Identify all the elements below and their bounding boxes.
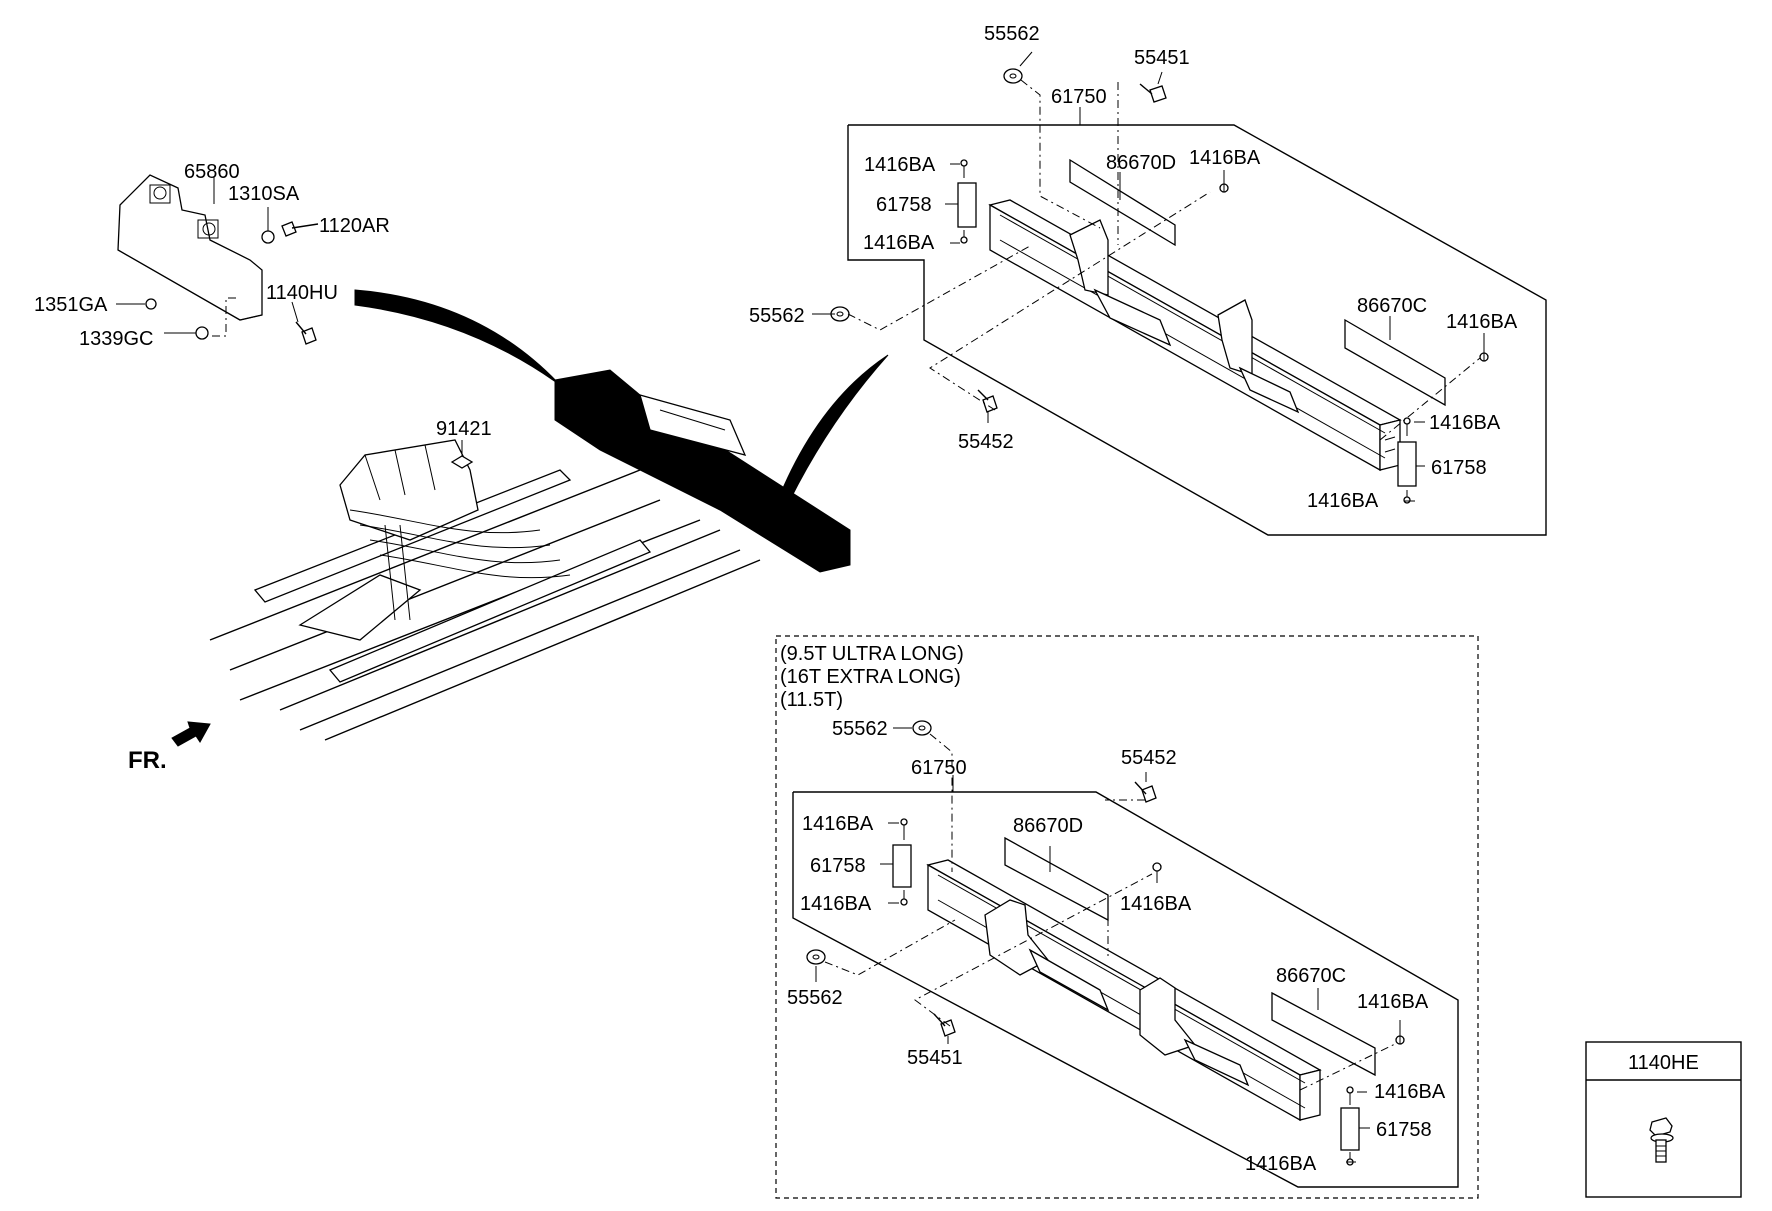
part-label: 61758 <box>1376 1119 1432 1141</box>
part-label: 61750 <box>1051 86 1107 108</box>
rubber-block-61758 <box>957 182 977 228</box>
washer-nut-icon <box>195 326 209 340</box>
part-label: 1416BA <box>1307 490 1379 512</box>
part-label: 61758 <box>876 194 932 216</box>
part-label: 55452 <box>1121 747 1177 769</box>
part-label: 1416BA <box>802 813 874 835</box>
lower-assembly-outline <box>792 791 1459 1188</box>
variant-note: (11.5T) <box>780 689 843 711</box>
spare-tire-carrier <box>339 439 479 541</box>
flange-bolt-icon <box>295 321 317 345</box>
part-label: 1351GA <box>34 294 108 316</box>
part-label: 1339GC <box>79 328 154 350</box>
part-label: 1416BA <box>1429 412 1501 434</box>
part-label: 55562 <box>749 305 805 327</box>
part-label: 55452 <box>958 431 1014 453</box>
part-label: 55562 <box>787 987 843 1009</box>
rear-crossmember-beam <box>988 158 1402 472</box>
part-label: 1416BA <box>1374 1081 1446 1103</box>
part-label: 55451 <box>907 1047 963 1069</box>
washer-nut-icon <box>806 720 932 965</box>
upper-right-assembly <box>812 51 1547 536</box>
part-label: 86670C <box>1276 965 1346 987</box>
part-label: 91421 <box>436 418 492 440</box>
flange-bolt-icon <box>1649 1117 1674 1163</box>
flange-bolt-icon <box>977 83 1167 413</box>
reflector-panel-86670d <box>1069 158 1176 247</box>
part-label: 1416BA <box>800 893 872 915</box>
part-label: 55562 <box>832 718 888 740</box>
variant-note: (16T EXTRA LONG) <box>780 666 961 688</box>
part-label: 1416BA <box>864 154 936 176</box>
reflector-panel-86670c <box>1344 318 1446 407</box>
screw-1416ba-icon <box>960 159 1489 504</box>
part-label: 1120AR <box>319 215 390 237</box>
callout-wedge <box>354 289 561 386</box>
part-label: 55451 <box>1134 47 1190 69</box>
part-label: 61758 <box>810 855 866 877</box>
upper-left-bracket-group <box>116 174 319 345</box>
part-label: 86670D <box>1013 815 1083 837</box>
part-label: 61758 <box>1431 457 1487 479</box>
rubber-block-61758 <box>1397 441 1417 487</box>
upper-assembly-outline <box>847 124 1547 536</box>
front-direction-label: FR. <box>128 747 167 774</box>
lower-variant-assembly <box>792 720 1459 1188</box>
part-label: 1416BA <box>1357 991 1429 1013</box>
part-label: 65860 <box>184 161 240 183</box>
upper-right-labels: 55562 55451 61750 1416BA 86670D 1416BA 6… <box>749 23 1518 512</box>
callout-wedge <box>779 354 889 501</box>
part-label: 55562 <box>984 23 1040 45</box>
variant-note: (9.5T ULTRA LONG) <box>780 643 964 665</box>
part-label: 61750 <box>911 757 967 779</box>
flange-bolt-icon <box>933 781 1157 1037</box>
chassis-frame <box>209 289 889 741</box>
label-tag-91421 <box>450 455 474 469</box>
legend-header: 1140HE <box>1628 1052 1699 1074</box>
part-label: 1416BA <box>863 232 935 254</box>
washer-nut-icon <box>830 68 1023 322</box>
part-label: 1310SA <box>228 183 300 205</box>
legend-box: 1140HE <box>1585 1041 1742 1198</box>
lower-variant-labels: 55562 61750 55452 1416BA 86670D 61758 14… <box>787 718 1446 1175</box>
highlighted-rear-crossmember <box>554 369 851 573</box>
front-direction-arrow-icon <box>171 721 211 747</box>
upper-left-labels: 65860 1310SA 1120AR 1351GA 1140HU 1339GC <box>34 161 390 350</box>
rubber-block-61758 <box>892 844 912 888</box>
reflector-panel-86670c <box>1271 991 1376 1077</box>
part-label: 1416BA <box>1189 147 1261 169</box>
part-label: 1140HU <box>266 282 338 304</box>
washer-nut-icon <box>145 298 157 310</box>
part-label: 1416BA <box>1120 893 1192 915</box>
part-label: 1416BA <box>1446 311 1518 333</box>
variant-dashed-frame <box>775 635 1479 1199</box>
part-label: 86670C <box>1357 295 1427 317</box>
part-label: 86670D <box>1106 152 1176 174</box>
part-label: 1416BA <box>1245 1153 1317 1175</box>
rubber-block-61758 <box>1340 1107 1360 1151</box>
washer-nut-icon <box>261 230 275 244</box>
flange-bolt-icon <box>281 221 319 237</box>
